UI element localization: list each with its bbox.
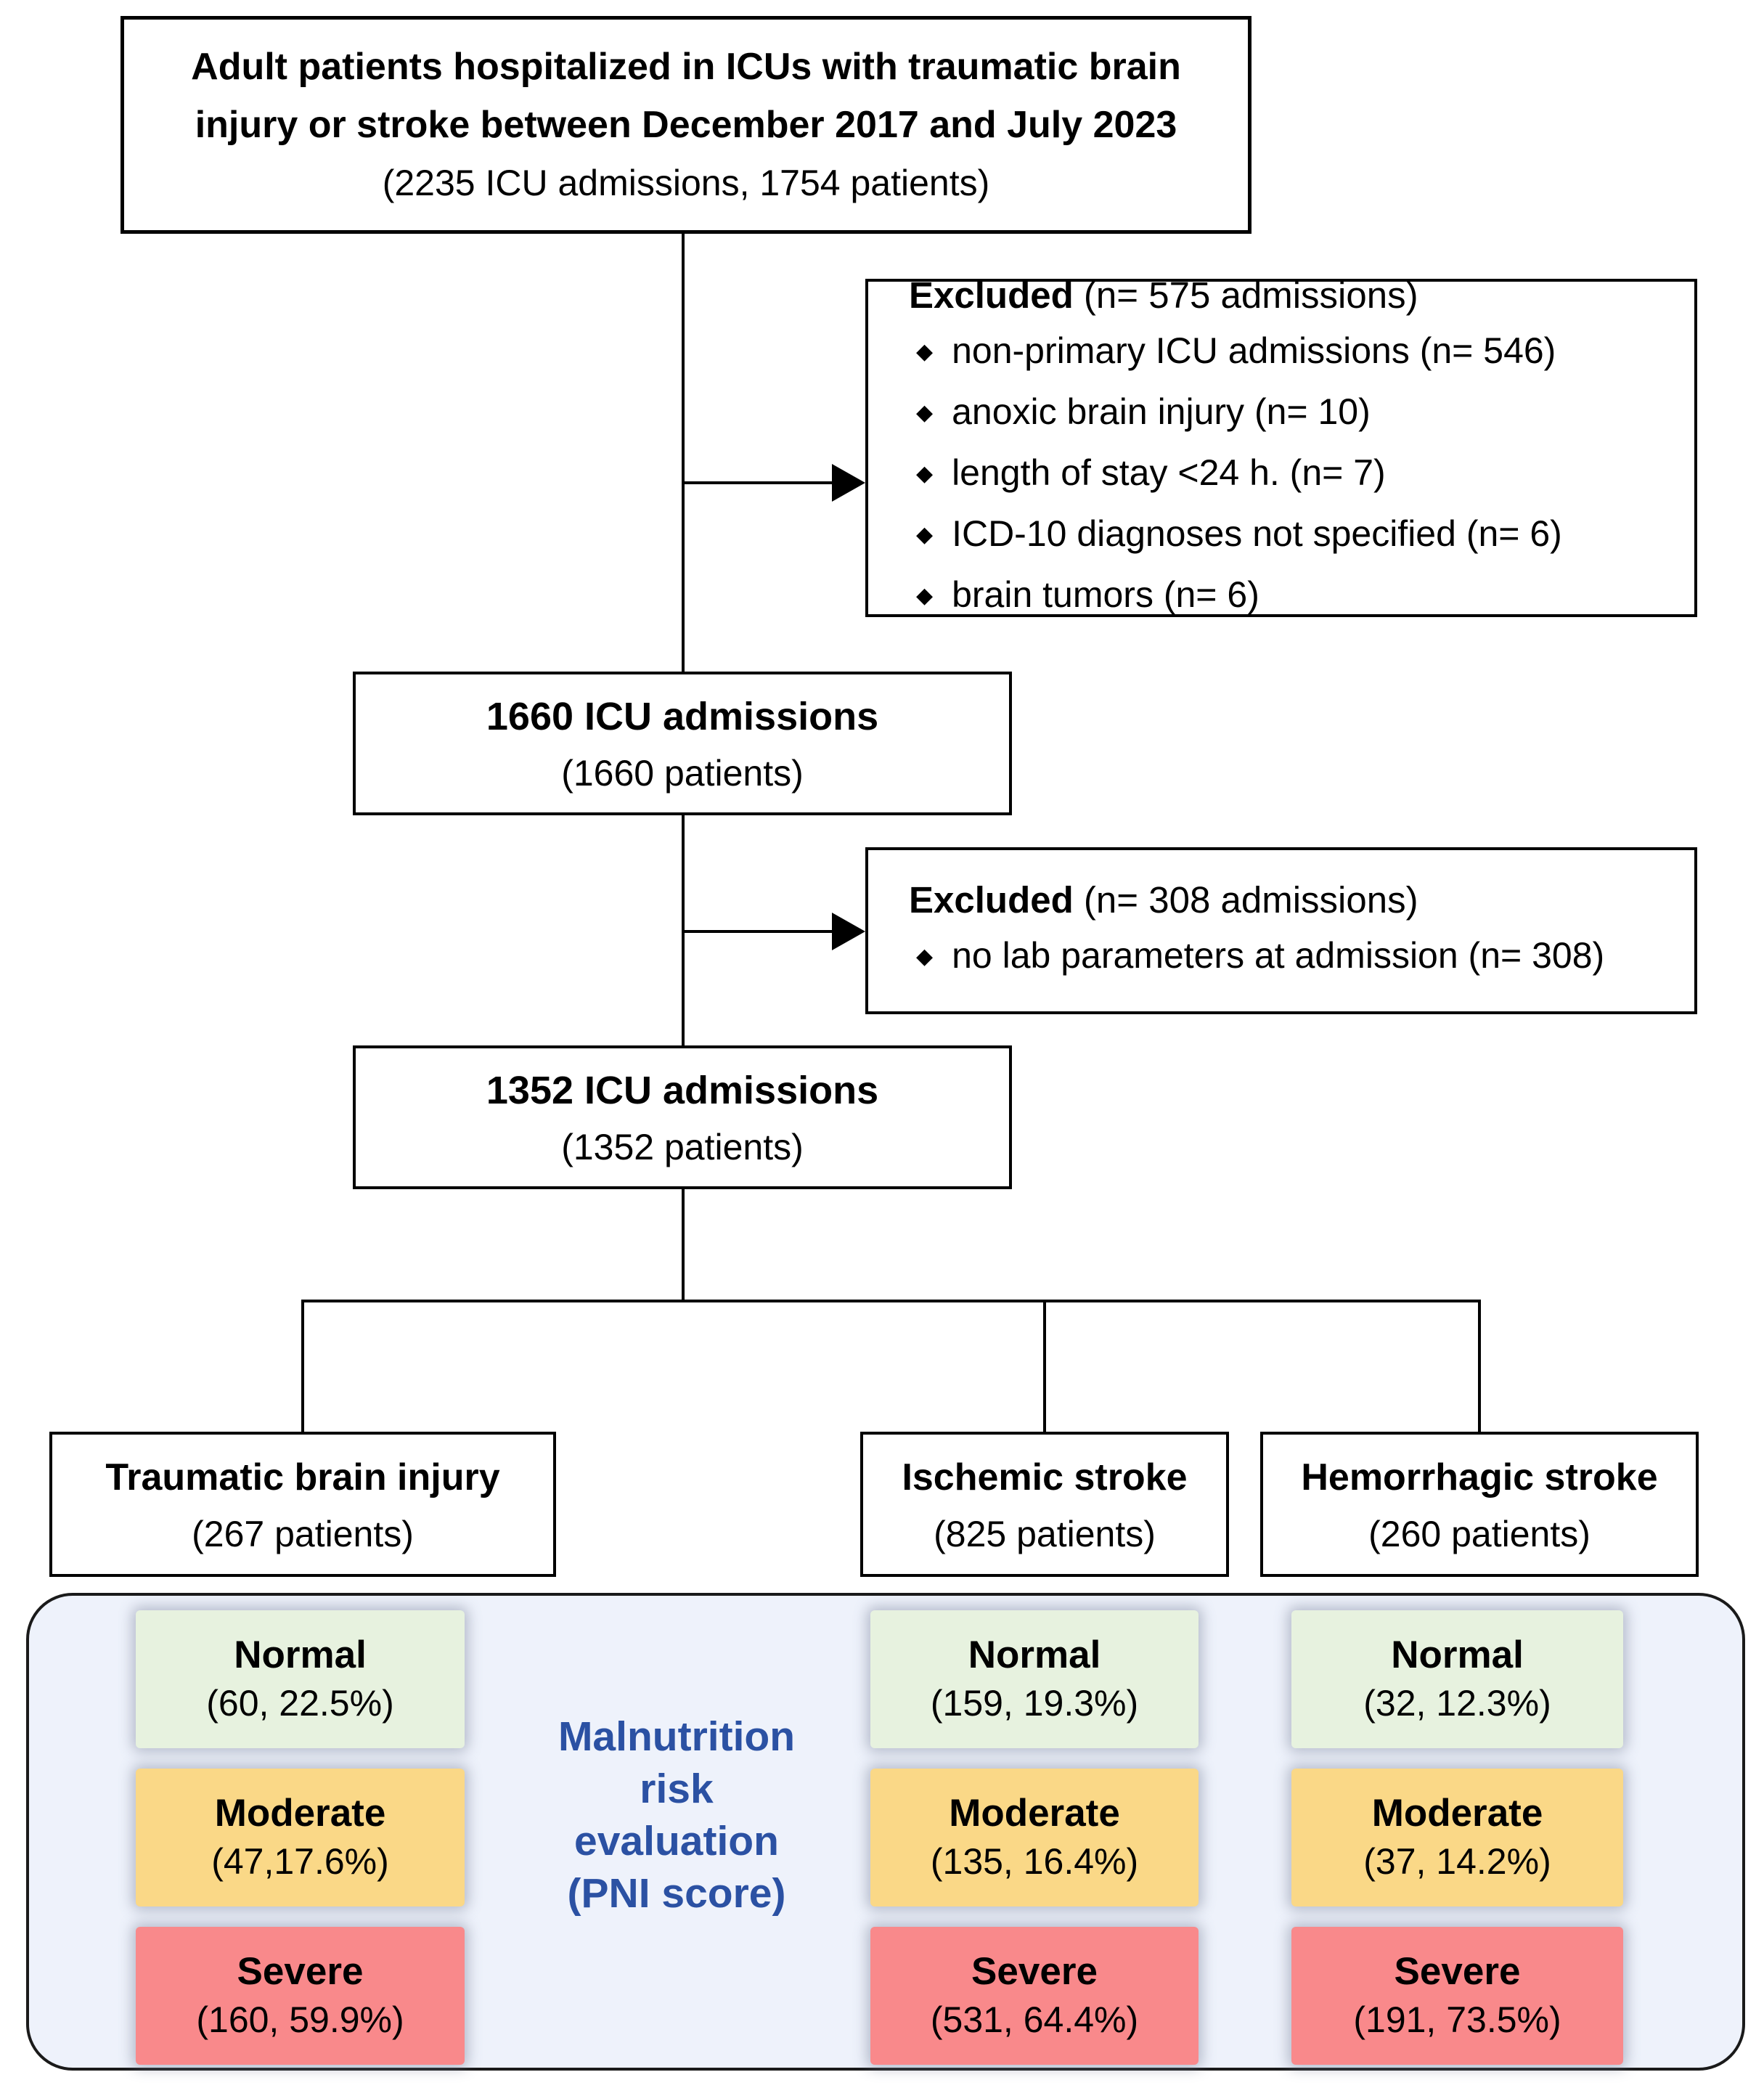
risk-value: (47,17.6%) bbox=[211, 1841, 389, 1882]
connector-branch-left bbox=[301, 1300, 304, 1432]
exclusion-bullet-text: no lab parameters at admission (n= 308) bbox=[952, 935, 1605, 976]
risk-panel-label-line: risk bbox=[640, 1766, 714, 1812]
exclusion-bullet-text: non-primary ICU admissions (n= 546) bbox=[952, 330, 1556, 371]
exclusion-bullet: ◆ non-primary ICU admissions (n= 546) bbox=[909, 323, 1680, 384]
node-1660-admissions: 1660 ICU admissions (1660 patients) bbox=[353, 672, 1012, 815]
diamond-bullet-icon: ◆ bbox=[916, 584, 934, 608]
node-1660-title: 1660 ICU admissions bbox=[486, 695, 879, 738]
risk-label: Moderate bbox=[214, 1792, 386, 1835]
enrollment-line-2: injury or stroke between December 2017 a… bbox=[195, 104, 1177, 146]
excluded-box-1: Excluded (n= 575 admissions) ◆ non-prima… bbox=[865, 274, 1697, 617]
risk-box-severe-tbi: Severe (160, 59.9%) bbox=[136, 1927, 465, 2065]
risk-label: Severe bbox=[971, 1950, 1098, 1993]
risk-box-moderate-hemorrhagic: Moderate (37, 14.2%) bbox=[1291, 1769, 1623, 1906]
risk-value: (160, 59.9%) bbox=[196, 1999, 404, 2040]
exclusion-bullet: ◆ ICD-10 diagnoses not specified (n= 6) bbox=[909, 506, 1680, 567]
connector-branch-horizontal bbox=[301, 1300, 1481, 1302]
diamond-bullet-icon: ◆ bbox=[916, 523, 934, 547]
excluded-1-title-rest: (n= 575 admissions) bbox=[1073, 274, 1418, 316]
exclusion-bullet: ◆ no lab parameters at admission (n= 308… bbox=[909, 928, 1680, 989]
branch-hemorrhagic-title: Hemorrhagic stroke bbox=[1301, 1456, 1658, 1498]
branch-ischemic-title: Ischemic stroke bbox=[902, 1456, 1188, 1498]
connector-branch-right bbox=[1478, 1300, 1481, 1432]
risk-label: Moderate bbox=[1371, 1792, 1543, 1835]
branch-tbi-title: Traumatic brain injury bbox=[105, 1456, 500, 1498]
diamond-bullet-icon: ◆ bbox=[916, 462, 934, 486]
risk-value: (60, 22.5%) bbox=[206, 1683, 394, 1724]
risk-box-moderate-ischemic: Moderate (135, 16.4%) bbox=[870, 1769, 1199, 1906]
branch-tbi-subtitle: (267 patients) bbox=[192, 1514, 414, 1554]
risk-box-severe-hemorrhagic: Severe (191, 73.5%) bbox=[1291, 1927, 1623, 2065]
risk-box-normal-tbi: Normal (60, 22.5%) bbox=[136, 1610, 465, 1748]
connector-exclusion-2 bbox=[682, 930, 836, 933]
node-1352-admissions: 1352 ICU admissions (1352 patients) bbox=[353, 1045, 1012, 1189]
risk-box-moderate-tbi: Moderate (47,17.6%) bbox=[136, 1769, 465, 1906]
excluded-2-title-rest: (n= 308 admissions) bbox=[1073, 879, 1418, 921]
risk-panel-label-line: evaluation bbox=[574, 1818, 779, 1864]
risk-box-severe-ischemic: Severe (531, 64.4%) bbox=[870, 1927, 1199, 2065]
exclusion-bullet: ◆ length of stay <24 h. (n= 7) bbox=[909, 445, 1680, 506]
risk-label: Moderate bbox=[949, 1792, 1120, 1835]
risk-panel-label-line: Malnutrition bbox=[558, 1713, 796, 1760]
exclusion-bullet: ◆ anoxic brain injury (n= 10) bbox=[909, 384, 1680, 445]
connector-branch-middle bbox=[1043, 1300, 1046, 1432]
risk-label: Normal bbox=[968, 1634, 1101, 1676]
node-1352-title: 1352 ICU admissions bbox=[486, 1069, 879, 1112]
diamond-bullet-icon: ◆ bbox=[916, 945, 934, 968]
risk-label: Normal bbox=[234, 1634, 367, 1676]
risk-value: (37, 14.2%) bbox=[1363, 1841, 1551, 1882]
arrow-right-icon bbox=[832, 913, 865, 950]
excluded-2-title-bold: Excluded bbox=[909, 879, 1074, 921]
branch-hemorrhagic-subtitle: (260 patients) bbox=[1368, 1514, 1591, 1554]
risk-label: Normal bbox=[1391, 1634, 1524, 1676]
risk-box-normal-hemorrhagic: Normal (32, 12.3%) bbox=[1291, 1610, 1623, 1748]
diamond-bullet-icon: ◆ bbox=[916, 401, 934, 425]
risk-panel-label: Malnutrition risk evaluation (PNI score) bbox=[444, 1706, 909, 1924]
exclusion-bullet-text: length of stay <24 h. (n= 7) bbox=[952, 452, 1386, 493]
risk-value: (191, 73.5%) bbox=[1353, 1999, 1561, 2040]
exclusion-bullet-text: anoxic brain injury (n= 10) bbox=[952, 391, 1371, 432]
branch-ischemic-subtitle: (825 patients) bbox=[934, 1514, 1156, 1554]
risk-label: Severe bbox=[1394, 1950, 1521, 1993]
exclusion-bullet: ◆ brain tumors (n= 6) bbox=[909, 567, 1680, 628]
risk-value: (159, 19.3%) bbox=[930, 1683, 1139, 1724]
enrollment-line-3: (2235 ICU admissions, 1754 patients) bbox=[382, 163, 990, 203]
risk-panel-label-line: (PNI score) bbox=[567, 1870, 786, 1917]
risk-box-normal-ischemic: Normal (159, 19.3%) bbox=[870, 1610, 1199, 1748]
connector-exclusion-1 bbox=[682, 481, 836, 484]
exclusion-bullet-text: brain tumors (n= 6) bbox=[952, 574, 1259, 615]
branch-box-ischemic: Ischemic stroke (825 patients) bbox=[860, 1432, 1229, 1577]
risk-value: (135, 16.4%) bbox=[930, 1841, 1139, 1882]
node-1660-subtitle: (1660 patients) bbox=[561, 753, 804, 794]
connector-spine-1 bbox=[682, 234, 685, 673]
connector-spine-3 bbox=[682, 1189, 685, 1302]
enrollment-box: Adult patients hospitalized in ICUs with… bbox=[121, 16, 1251, 234]
risk-value: (32, 12.3%) bbox=[1363, 1683, 1551, 1724]
excluded-1-title: Excluded (n= 575 admissions) bbox=[909, 268, 1680, 323]
excluded-box-2: Excluded (n= 308 admissions) ◆ no lab pa… bbox=[865, 847, 1697, 1014]
excluded-2-title: Excluded (n= 308 admissions) bbox=[909, 873, 1680, 928]
arrow-right-icon bbox=[832, 464, 865, 502]
node-1352-subtitle: (1352 patients) bbox=[561, 1127, 804, 1167]
branch-box-tbi: Traumatic brain injury (267 patients) bbox=[49, 1432, 556, 1577]
risk-label: Severe bbox=[237, 1950, 364, 1993]
enrollment-line-1: Adult patients hospitalized in ICUs with… bbox=[191, 46, 1181, 88]
exclusion-bullet-text: ICD-10 diagnoses not specified (n= 6) bbox=[952, 513, 1562, 554]
risk-value: (531, 64.4%) bbox=[930, 1999, 1139, 2040]
branch-box-hemorrhagic: Hemorrhagic stroke (260 patients) bbox=[1260, 1432, 1699, 1577]
excluded-1-title-bold: Excluded bbox=[909, 274, 1074, 316]
diamond-bullet-icon: ◆ bbox=[916, 340, 934, 364]
